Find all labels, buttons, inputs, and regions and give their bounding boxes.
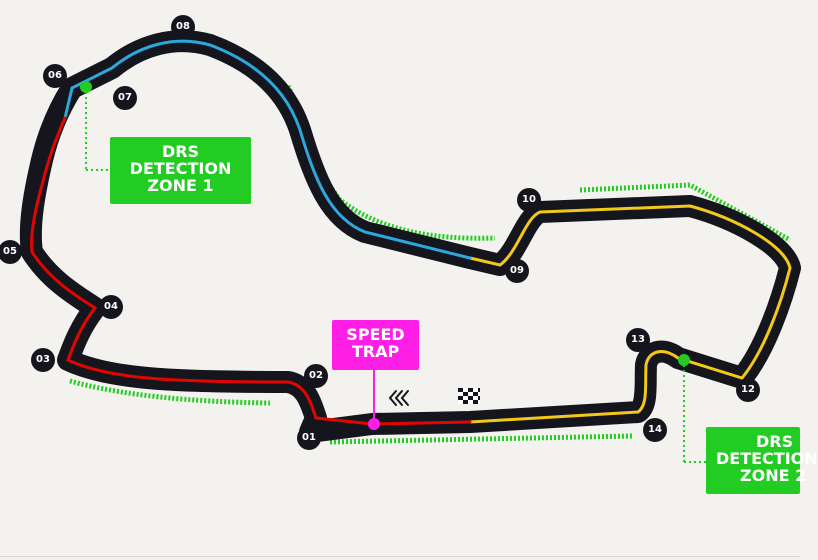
drs1-line2: DETECTION <box>129 159 232 178</box>
turn-04: 04 <box>99 295 123 319</box>
drs2-line1: DRS <box>756 432 794 451</box>
speed-trap-line1: SPEED <box>346 325 405 344</box>
sector-3-main-straight <box>468 204 792 424</box>
kerb-main-straight <box>329 433 633 445</box>
drs-detection-zone-1-label: DRS DETECTION ZONE 1 <box>110 137 251 204</box>
drs-detection-zone-2-label: DRS DETECTION ZONE 2 <box>706 427 818 494</box>
turn-01: 01 <box>297 426 321 450</box>
turn-06: 06 <box>43 64 67 88</box>
drs-detection-2-marker <box>678 354 690 366</box>
turn-07: 07 <box>113 86 137 110</box>
drs2-line2: DETECTION <box>716 449 818 468</box>
drs2-line3: ZONE 2 <box>740 466 807 485</box>
turn-14: 14 <box>643 418 667 442</box>
bottom-divider <box>0 556 800 557</box>
speed-trap-label: SPEED TRAP <box>332 320 419 370</box>
turn-02: 02 <box>304 364 328 388</box>
speed-trap-marker <box>368 418 380 430</box>
turn-05: 05 <box>0 240 22 264</box>
track-outline <box>19 30 801 443</box>
chevrons-left-icon <box>388 390 409 406</box>
drs1-line3: ZONE 1 <box>147 176 214 195</box>
circuit-map: 01 02 03 04 05 06 07 08 09 10 12 13 14 D… <box>0 15 818 557</box>
turn-12: 12 <box>736 378 760 402</box>
kerb-t10-t11 <box>579 182 792 243</box>
turn-10: 10 <box>517 188 541 212</box>
sector-1 <box>30 116 472 426</box>
turn-13: 13 <box>626 328 650 352</box>
drs1-line1: DRS <box>161 142 200 161</box>
turn-03: 03 <box>31 348 55 372</box>
turn-09: 09 <box>505 259 529 283</box>
sector-2 <box>63 39 472 260</box>
track-svg <box>19 30 801 463</box>
kerb-t3-t2 <box>69 378 271 406</box>
turn-08: 08 <box>171 15 195 39</box>
drs-detection-1-marker <box>80 81 92 93</box>
checkered-flag-icon <box>458 388 480 404</box>
speed-trap-line2: TRAP <box>351 342 400 361</box>
